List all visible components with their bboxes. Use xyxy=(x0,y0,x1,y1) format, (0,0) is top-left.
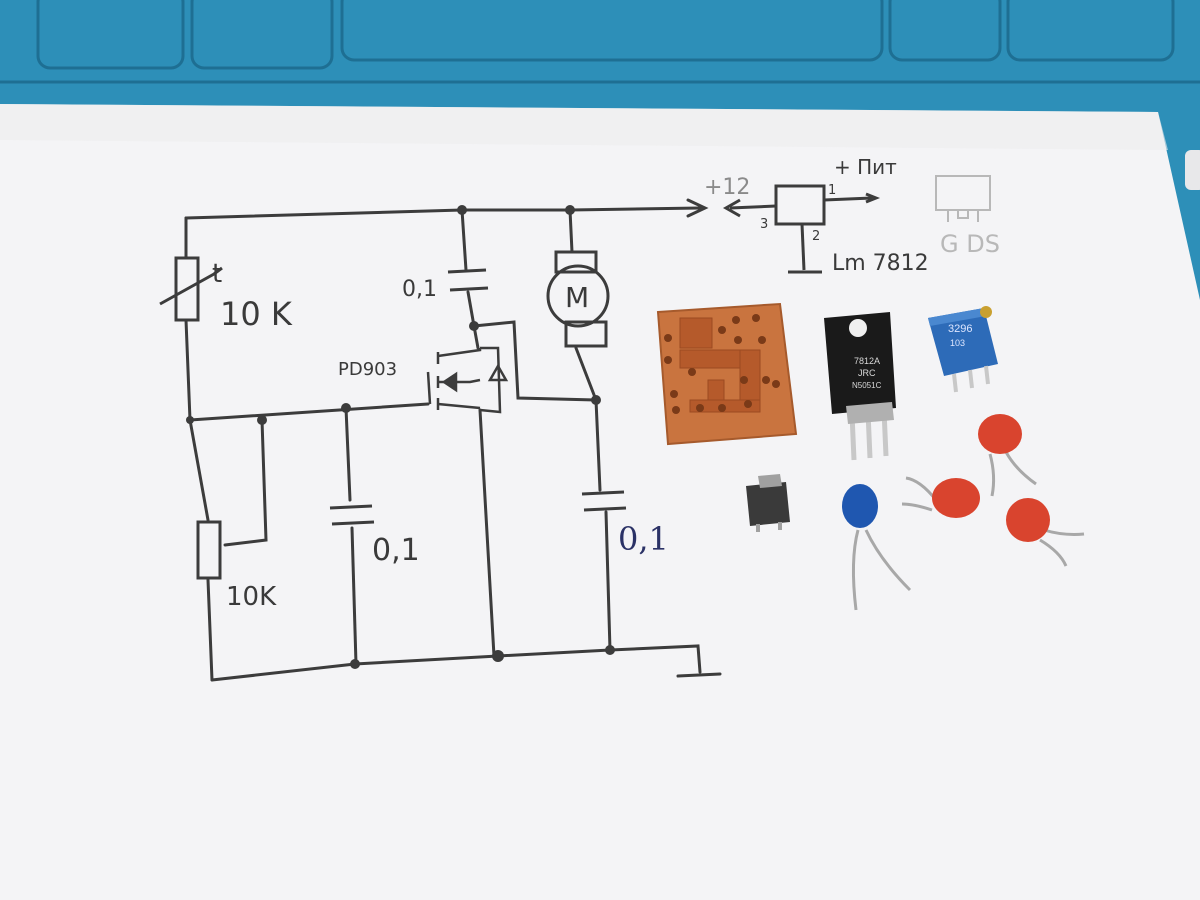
mat-grid xyxy=(0,0,1200,84)
trimmer-pot xyxy=(928,306,998,393)
mosfet-symbol xyxy=(426,346,509,414)
regulator-label: Lm 7812 xyxy=(832,251,929,276)
cap-right-label: 0,1 xyxy=(618,520,669,558)
regulator-marking-3: N5051C xyxy=(852,381,882,390)
smd-mosfet xyxy=(746,474,790,532)
plus12-label: +12 xyxy=(704,175,750,200)
cap-right-symbol xyxy=(581,490,627,512)
pin3-label: 3 xyxy=(760,217,768,232)
thermistor-label: 10 K xyxy=(220,295,293,333)
cap-mid-symbol xyxy=(329,504,375,526)
cap-top-label: 0,1 xyxy=(402,277,437,302)
regulator-marking-1: 7812A xyxy=(854,356,880,366)
etched-pcb xyxy=(656,302,798,446)
pot-label: 10K xyxy=(226,582,277,612)
potentiometer-symbol xyxy=(196,520,222,580)
supply-label: + Пит xyxy=(834,155,897,179)
red-ceramic-capacitors xyxy=(901,414,1085,567)
motor-symbol xyxy=(546,250,610,348)
mosfet-label: PD903 xyxy=(338,359,397,380)
regulator-component xyxy=(824,312,896,461)
cap-mid-label: 0,1 xyxy=(372,533,420,568)
junction-dots xyxy=(186,205,615,669)
paper-sheet xyxy=(0,104,1200,900)
gds-label: G DS xyxy=(940,230,1000,258)
thermistor-symbol xyxy=(159,256,223,322)
trimmer-marking-1: 3296 xyxy=(948,323,972,335)
motor-label: M xyxy=(565,281,589,314)
cap-top-symbol xyxy=(447,268,489,292)
gds-sketch xyxy=(935,175,991,222)
pin1-label: 1 xyxy=(828,183,836,198)
regulator-marking-2: JRC xyxy=(858,368,876,378)
schematic-wires xyxy=(184,198,722,682)
pin2-label: 2 xyxy=(812,229,820,244)
blue-ceramic-capacitor xyxy=(842,484,912,611)
paper-shade xyxy=(0,104,1168,150)
thermistor-symbol-t: t xyxy=(212,259,222,289)
trimmer-marking-2: 103 xyxy=(950,338,965,348)
regulator-symbol xyxy=(722,184,881,274)
object-edge xyxy=(1185,150,1200,190)
